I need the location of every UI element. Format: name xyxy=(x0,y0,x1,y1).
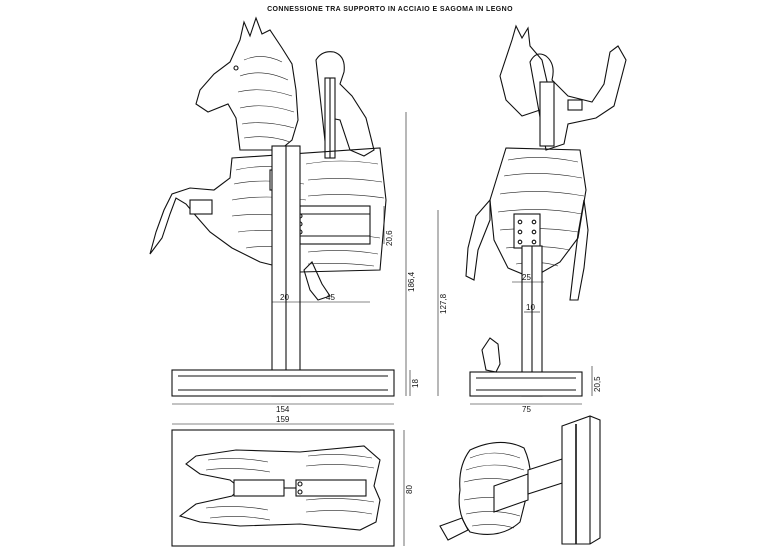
front-rider-outline xyxy=(529,45,627,151)
front-leg-plate xyxy=(189,199,213,215)
plan-view: 159 80 xyxy=(171,415,414,547)
rider-outline xyxy=(315,51,375,157)
front-steel-base xyxy=(469,371,583,397)
front-elevation: 25 10 127,8 20,5 75 xyxy=(437,24,627,414)
plan-base-outline xyxy=(171,429,395,547)
dim-186-4: 186,4 xyxy=(407,271,416,292)
front-leg-right xyxy=(569,199,589,301)
dim-45: 45 xyxy=(326,293,335,302)
connection-detail xyxy=(439,415,601,545)
dim-25: 25 xyxy=(522,273,531,282)
plan-bracket-section xyxy=(295,479,367,497)
front-rider-channel xyxy=(539,81,555,147)
plan-body-outline xyxy=(178,445,381,531)
detail-wood-block xyxy=(458,441,531,535)
connection-bracket xyxy=(299,205,371,245)
drawing-title: CONNESSIONE TRA SUPPORTO IN ACCIAIO E SA… xyxy=(267,6,513,13)
horse-head-outline xyxy=(195,16,299,151)
steel-base xyxy=(171,369,395,397)
horse-eye-icon xyxy=(233,65,239,71)
front-arm-plate xyxy=(567,99,583,111)
dim-159: 159 xyxy=(276,415,290,424)
dim-20: 20 xyxy=(280,293,289,302)
detail-steel-column xyxy=(561,415,601,545)
front-head-outline xyxy=(499,24,549,117)
front-foot-outline xyxy=(481,337,501,373)
dim-20-5: 20,5 xyxy=(593,376,602,392)
rider-leg-outline xyxy=(303,261,331,301)
dim-10: 10 xyxy=(526,303,535,312)
dim-154: 154 xyxy=(276,405,290,414)
dim-75: 75 xyxy=(522,405,531,414)
dim-127-8: 127,8 xyxy=(439,293,448,314)
horse-body-outline xyxy=(149,147,387,273)
dim-20-6: 20,6 xyxy=(385,230,394,246)
dim-80: 80 xyxy=(405,485,414,494)
detail-foot-outline xyxy=(439,517,469,541)
detail-steel-plate xyxy=(493,473,529,513)
front-leg-left xyxy=(465,198,491,281)
plan-post-section xyxy=(233,479,285,497)
front-body-outline xyxy=(489,147,587,279)
side-elevation: 20 45 20,6 186,4 18 154 xyxy=(149,16,420,414)
dim-18: 18 xyxy=(411,379,420,388)
